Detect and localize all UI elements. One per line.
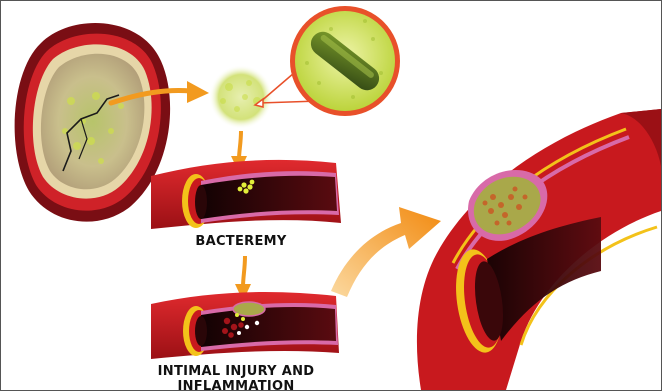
- artery-vegetation-icon: [417, 109, 661, 390]
- magnified-bacterium-icon: [290, 6, 400, 116]
- artery-bacteremy-icon: [151, 160, 341, 229]
- arrow-icon: [331, 207, 441, 297]
- bacteremy-label: BACTEREMY: [171, 234, 311, 249]
- bacteria-cluster-icon: [209, 65, 273, 129]
- abscess-icon: [15, 23, 170, 222]
- intimal-injury-label: INTIMAL INJURY AND INFLAMMATION: [121, 364, 351, 391]
- intimal-injury-line-2: INFLAMMATION: [121, 379, 351, 391]
- artery-injury-icon: [151, 292, 339, 359]
- intimal-injury-line-1: INTIMAL INJURY AND: [121, 364, 351, 379]
